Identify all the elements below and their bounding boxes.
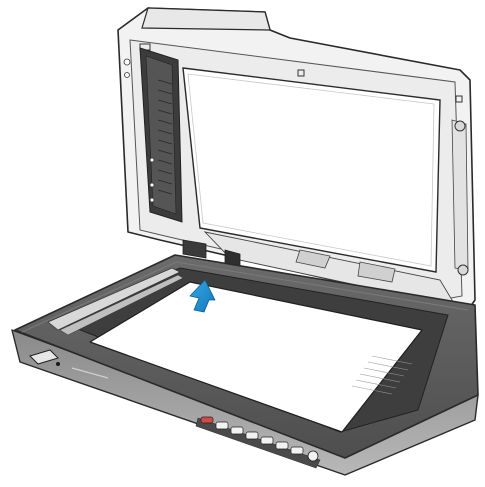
panel-button-1 xyxy=(215,421,229,430)
panel-button-5 xyxy=(275,441,289,450)
adf-lid xyxy=(117,7,476,311)
power-button xyxy=(29,349,60,366)
panel-button-4 xyxy=(260,436,274,445)
feed-roller xyxy=(157,79,173,195)
glass-ruler xyxy=(351,355,413,395)
panel-button-2 xyxy=(230,426,244,435)
brand-mark xyxy=(71,367,109,379)
cancel-button xyxy=(200,416,214,424)
scan-button xyxy=(307,450,319,462)
control-panel xyxy=(195,416,321,469)
up-arrow-icon xyxy=(189,279,216,313)
panel-button-3 xyxy=(245,431,259,440)
panel-button-6 xyxy=(290,446,304,455)
document-on-glass xyxy=(89,281,423,433)
